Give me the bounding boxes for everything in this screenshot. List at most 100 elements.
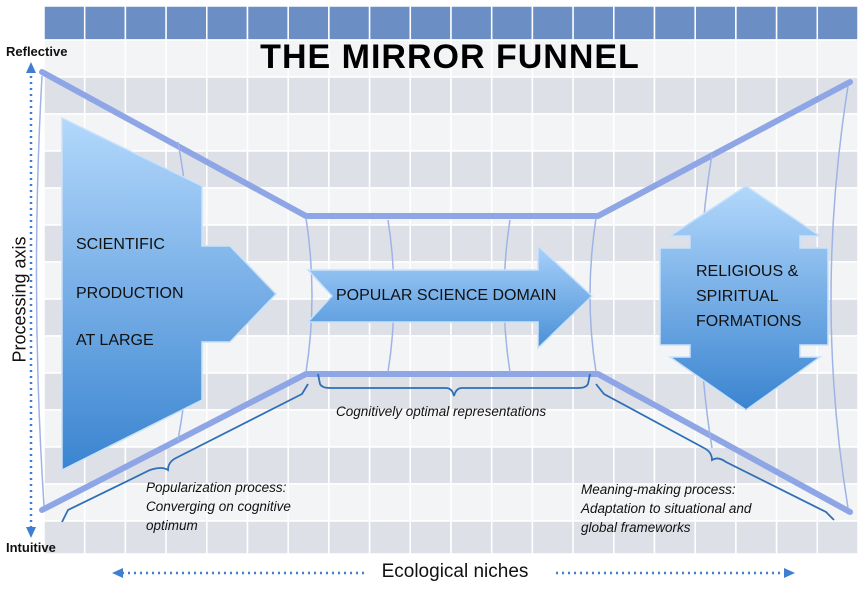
- grid-header-cell: [328, 5, 371, 41]
- scientific-line-1: SCIENTIFIC: [76, 236, 165, 253]
- axis-top-label: Reflective: [6, 44, 68, 59]
- grid-header-cell: [490, 5, 534, 41]
- grid-cell: [816, 520, 859, 555]
- grid-cell: [613, 261, 656, 300]
- grid-cell: [246, 224, 289, 263]
- grid-cell: [328, 335, 371, 374]
- grid-cell: [450, 39, 493, 78]
- grid-header-cell: [531, 5, 574, 41]
- grid-cell: [775, 150, 819, 189]
- grid-cell: [531, 113, 574, 152]
- grid-cell: [653, 372, 696, 411]
- grid-cell: [165, 520, 208, 555]
- meaning-bracket: [595, 383, 835, 521]
- grid-cell: [490, 409, 534, 448]
- grid-cell: [735, 520, 778, 555]
- grid-cell: [328, 113, 371, 152]
- grid-cell: [531, 187, 574, 226]
- grid-cell: [368, 39, 412, 78]
- grid-cell: [816, 372, 859, 411]
- grid-cell: [206, 520, 249, 555]
- grid-cell: [409, 372, 452, 411]
- grid-cell: [613, 409, 656, 448]
- arrowhead-left: [112, 568, 123, 578]
- grid-cell: [653, 520, 696, 555]
- grid-cell: [409, 187, 452, 226]
- funnel-top-edge: [39, 69, 853, 219]
- grid-cell: [409, 335, 452, 374]
- popular-science-arrow: [306, 244, 594, 350]
- grid-header-cell: [43, 5, 86, 41]
- optimal-annotation: Cognitively optimal representations: [336, 404, 547, 419]
- grid-cell: [653, 446, 696, 485]
- grid-cell: [653, 113, 696, 152]
- grid-cell: [328, 520, 371, 555]
- popular-science-label: POPULAR SCIENCE DOMAIN: [336, 287, 557, 304]
- grid-cell: [246, 409, 289, 448]
- grid-cell: [409, 224, 452, 263]
- grid-cell: [287, 409, 330, 448]
- grid-header-cell: [613, 5, 656, 41]
- grid-cell: [409, 483, 452, 522]
- grid-cell: [368, 150, 412, 189]
- grid-header-cell: [368, 5, 412, 41]
- grid-cell: [287, 520, 330, 555]
- grid-cell: [816, 187, 859, 226]
- grid-cell: [124, 483, 167, 522]
- grid-header-cell: [83, 5, 127, 41]
- grid-cell: [246, 446, 289, 485]
- grid-cell: [653, 76, 696, 115]
- grid-header-cell: [287, 5, 330, 41]
- grid-cell: [694, 446, 737, 485]
- grid-cell: [531, 76, 574, 115]
- grid-cell: [246, 520, 289, 555]
- grid-cell: [613, 150, 656, 189]
- grid-cell: [409, 520, 452, 555]
- popularization-bracket: [61, 383, 309, 523]
- grid-cell: [328, 483, 371, 522]
- annotation-brackets: [61, 373, 835, 523]
- grid-cell: [531, 150, 574, 189]
- grid-cell: [287, 76, 330, 115]
- grid-cell: [531, 446, 574, 485]
- grid-cell: [613, 483, 656, 522]
- religious-line-3: FORMATIONS: [696, 313, 802, 330]
- grid-cell: [735, 76, 778, 115]
- grid-cell: [531, 483, 574, 522]
- grid-cell: [368, 76, 412, 115]
- grid-cell: [694, 150, 737, 189]
- grid-cell: [206, 187, 249, 226]
- axis-arrowheads: [26, 62, 795, 578]
- horizontal-axis-label: Ecological niches: [381, 561, 529, 582]
- grid-cell: [653, 187, 696, 226]
- grid-header-cell: [816, 5, 859, 41]
- grid-cell: [328, 187, 371, 226]
- grid-header-cell: [572, 5, 615, 41]
- meaning-line-1: Meaning-making process:: [581, 482, 736, 497]
- grid-cell: [328, 446, 371, 485]
- grid-header-cell: [450, 5, 493, 41]
- grid-header-cell: [165, 5, 208, 41]
- diagram-title: THE MIRROR FUNNEL: [260, 38, 640, 76]
- religious-line-2: SPIRITUAL: [696, 288, 779, 305]
- popularization-line-1: Popularization process:: [146, 480, 287, 495]
- grid-cell: [124, 39, 167, 78]
- axis-arrows: [29, 70, 785, 575]
- grid-cell: [409, 409, 452, 448]
- grid-cell: [490, 520, 534, 555]
- grid-cell: [572, 446, 615, 485]
- grid-cell: [572, 150, 615, 189]
- grid-cell: [246, 335, 289, 374]
- grid-cell: [287, 150, 330, 189]
- grid-cell: [368, 409, 412, 448]
- grid-cell: [572, 409, 615, 448]
- scientific-production-arrow: [61, 116, 278, 472]
- grid-header-cell: [124, 5, 167, 41]
- grid-cell: [246, 483, 289, 522]
- scientific-line-2: PRODUCTION: [76, 285, 184, 302]
- grid-cell: [43, 39, 86, 78]
- neck-curve-1: [305, 217, 313, 373]
- grid-cell: [83, 520, 127, 555]
- arrowhead-right: [784, 568, 795, 578]
